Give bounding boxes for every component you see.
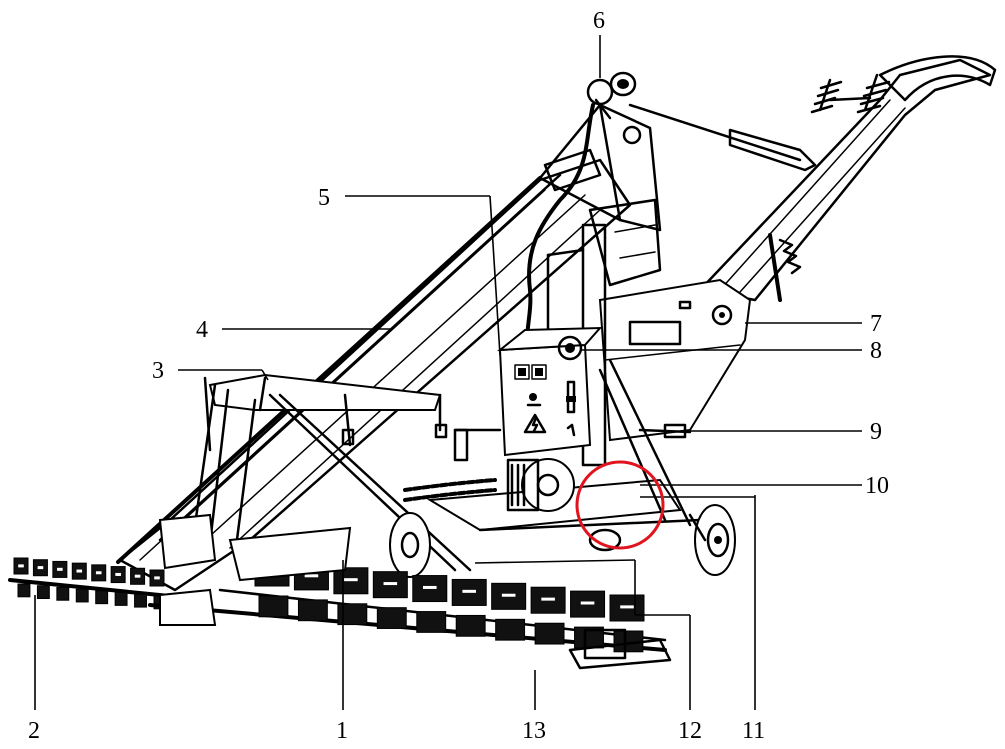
auger-paddle	[36, 585, 50, 600]
auger-paddle	[534, 622, 565, 645]
auger-paddle	[376, 607, 407, 629]
label-7: 7	[870, 311, 882, 337]
auger-paddle-mark	[57, 567, 63, 571]
auger-paddle	[134, 593, 147, 608]
auger-paddle-mark	[541, 597, 555, 601]
label-13: 13	[522, 718, 546, 744]
label-11: 11	[742, 718, 765, 744]
wheels	[389, 504, 736, 578]
label-9: 9	[870, 419, 882, 445]
auger-paddle	[95, 590, 109, 605]
auger-paddle	[56, 586, 70, 601]
auger-paddle	[75, 588, 89, 603]
auger-paddle-mark	[383, 582, 398, 586]
auger-paddle	[114, 592, 128, 606]
auger-paddle	[17, 583, 31, 598]
control-cabinet	[496, 326, 603, 457]
auger-paddle-mark	[37, 566, 44, 570]
auger-paddle-mark	[304, 574, 319, 578]
auger-paddle	[412, 575, 448, 603]
auger-paddle	[491, 582, 527, 610]
label-8: 8	[870, 338, 882, 364]
machine-illustration	[8, 55, 997, 670]
auger-paddle-mark	[154, 576, 160, 580]
auger-paddle	[416, 611, 447, 633]
label-6: 6	[593, 8, 605, 34]
chassis	[403, 358, 702, 532]
auger-paddle-mark	[501, 593, 516, 597]
auger-paddle	[451, 578, 487, 606]
label-12: 12	[678, 718, 702, 744]
electric-cable	[524, 103, 595, 347]
auger-paddle-mark	[115, 572, 121, 576]
callout-labels: 6 5 4 3 7 8 9 10 2 1 13 12 11	[28, 8, 889, 744]
label-5: 5	[318, 185, 330, 211]
label-2: 2	[28, 718, 40, 744]
label-3: 3	[152, 358, 164, 384]
auger-paddle	[258, 595, 289, 618]
gathering-augers	[8, 513, 672, 670]
auger-paddle-mark	[344, 578, 358, 582]
auger-paddle	[495, 618, 526, 641]
signal-lamps	[586, 71, 637, 120]
auger-paddle-mark	[134, 574, 141, 578]
auger-paddle-mark	[18, 564, 24, 568]
auger-paddle-mark	[422, 585, 437, 589]
label-10: 10	[865, 473, 889, 499]
auger-paddle-mark	[462, 589, 477, 593]
auger-paddle	[455, 614, 486, 637]
highlight-circle	[575, 460, 665, 550]
auger-paddle-mark	[76, 569, 83, 573]
label-1: 1	[336, 718, 348, 744]
receiving-hopper	[598, 278, 752, 442]
auger-paddle	[337, 603, 368, 626]
label-4: 4	[196, 317, 208, 343]
inclined-conveyor	[116, 103, 662, 592]
leader-lines	[34, 35, 862, 710]
auger-paddle-mark	[580, 601, 595, 605]
auger-paddle-mark	[620, 605, 634, 609]
auger-paddle	[297, 599, 328, 622]
discharge-chute	[628, 55, 997, 302]
auger-paddle-mark	[95, 571, 102, 575]
